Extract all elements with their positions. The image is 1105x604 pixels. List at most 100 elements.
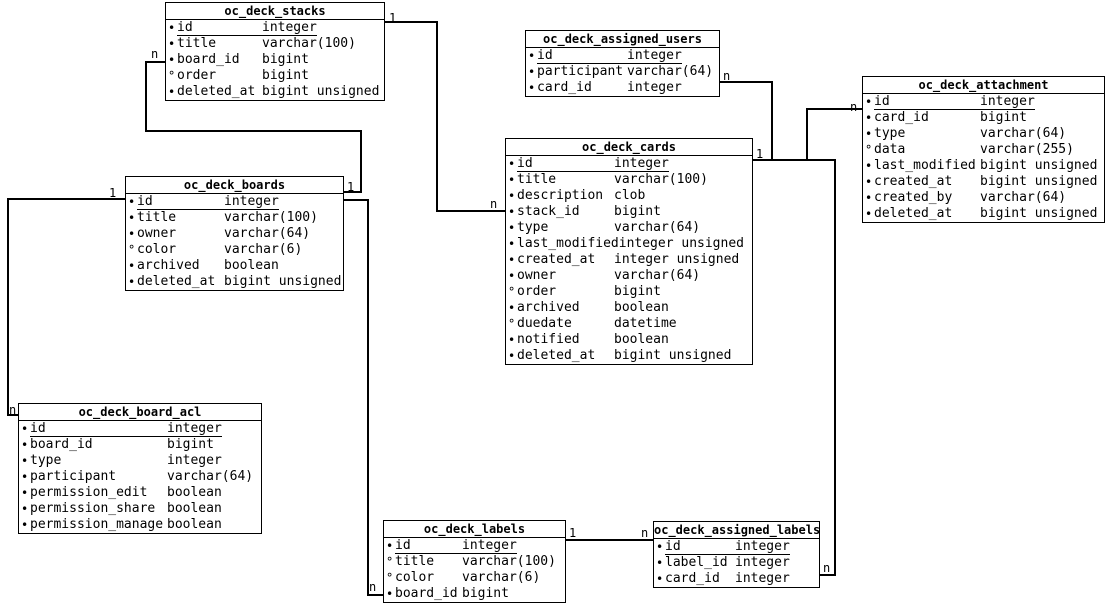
required-bullet-icon: •: [168, 53, 176, 67]
field: color varchar(6): [137, 242, 302, 258]
required-bullet-icon: •: [128, 259, 136, 273]
field-name: owner: [517, 268, 557, 283]
field-type: boolean: [167, 501, 222, 516]
field-type: integer: [735, 571, 790, 586]
field-name: created_by: [874, 190, 953, 205]
field-name: permission_manage: [30, 517, 164, 532]
cardinality-label: n: [490, 197, 498, 211]
field-type: clob: [614, 188, 646, 203]
required-bullet-icon: •: [865, 175, 873, 189]
field-type: integer: [224, 194, 279, 209]
cardinality-label: n: [850, 100, 858, 114]
field-name: id: [30, 421, 46, 436]
cardinality-label: n: [151, 47, 159, 61]
field-name: id: [665, 539, 681, 554]
required-bullet-icon: •: [508, 173, 516, 187]
field-type: bigint unsigned: [980, 158, 1098, 173]
field-name: board_id: [30, 437, 93, 452]
field-type: varchar(6): [224, 242, 303, 257]
relationship-line-boards-board-acl: [7, 198, 125, 416]
field-type: bigint: [262, 68, 309, 83]
field-name: created_at: [874, 174, 953, 189]
required-bullet-icon: •: [865, 191, 873, 205]
table-title: oc_deck_board_acl: [19, 404, 261, 421]
field-type: varchar(255): [980, 142, 1074, 157]
required-bullet-icon: •: [865, 127, 873, 141]
relationship-line-cards-attachment: [753, 108, 862, 161]
required-bullet-icon: •: [865, 159, 873, 173]
field-name: last_modified: [517, 236, 619, 251]
field-name: data: [874, 142, 906, 157]
field-name: archived: [137, 258, 200, 273]
field-name: duedate: [517, 316, 572, 331]
field-name: id: [177, 20, 193, 35]
required-bullet-icon: •: [528, 49, 536, 63]
required-bullet-icon: •: [21, 438, 29, 452]
required-bullet-icon: •: [21, 518, 29, 532]
field-type: varchar(64): [614, 268, 701, 283]
required-bullet-icon: •: [508, 237, 516, 251]
field-type: integer: [980, 94, 1035, 109]
relationship-line-stacks-cards: [385, 21, 505, 212]
cardinality-label: 1: [569, 526, 577, 540]
field-type: integer: [627, 80, 682, 95]
field-type: integer: [462, 538, 517, 553]
field-type: varchar(100): [262, 36, 356, 51]
field-name: owner: [137, 226, 177, 241]
field-name: participant: [537, 64, 624, 79]
field-type: varchar(100): [462, 554, 556, 569]
field-type: boolean: [167, 485, 222, 500]
field-name: color: [137, 242, 177, 257]
cardinality-label: n: [823, 561, 831, 575]
field-type: bigint: [262, 52, 309, 67]
field-name: id: [395, 538, 411, 553]
required-bullet-icon: •: [508, 301, 516, 315]
field-type: varchar(64): [980, 126, 1067, 141]
field-name: board_id: [177, 52, 240, 67]
relationship-line-boards-stacks: [145, 61, 362, 193]
